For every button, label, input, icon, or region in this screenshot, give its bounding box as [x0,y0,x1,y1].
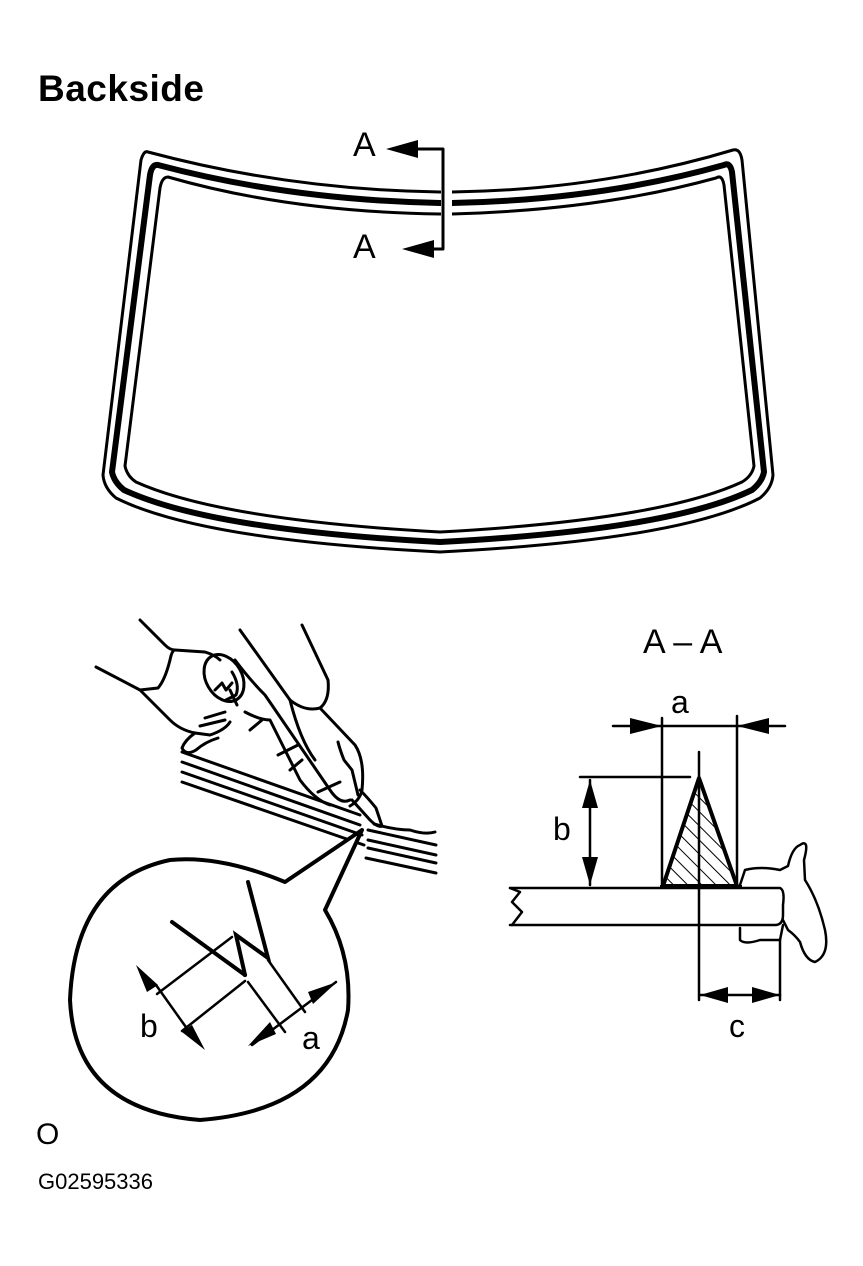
dim-arrow-b-top-icon [582,780,598,808]
figure-code: G02595336 [38,1169,153,1194]
figure-title: Backside [38,68,205,109]
section-arrow-bottom-icon [402,240,434,258]
dim-arrow-c-right-icon [752,987,780,1003]
dim-arrow-b2-icon [182,1025,205,1050]
detail-label-a: a [302,1020,320,1056]
dim-arrow-b1-icon [136,965,158,992]
section-label-b: b [553,811,571,847]
dim-arrow-a-right-icon [737,718,769,734]
section-arrow-top-icon [386,140,418,158]
section-marker-bottom: A [353,228,376,266]
sealant-bead [661,776,739,888]
section-label-c: c [729,1008,745,1044]
section-marker-top: A [353,126,376,164]
dim-arrow-b-bottom-icon [582,857,598,885]
detail-label-b: b [140,1008,158,1044]
dim-arrow-a1-icon [248,1022,276,1046]
section-title: A – A [643,623,723,661]
dim-arrow-c-left-icon [700,987,728,1003]
corner-mark: O [36,1118,60,1151]
dim-arrow-a2-icon [308,982,337,1004]
detail-callout [68,828,364,1122]
section-label-a: a [671,684,689,720]
dim-arrow-a-left-icon [630,718,662,734]
